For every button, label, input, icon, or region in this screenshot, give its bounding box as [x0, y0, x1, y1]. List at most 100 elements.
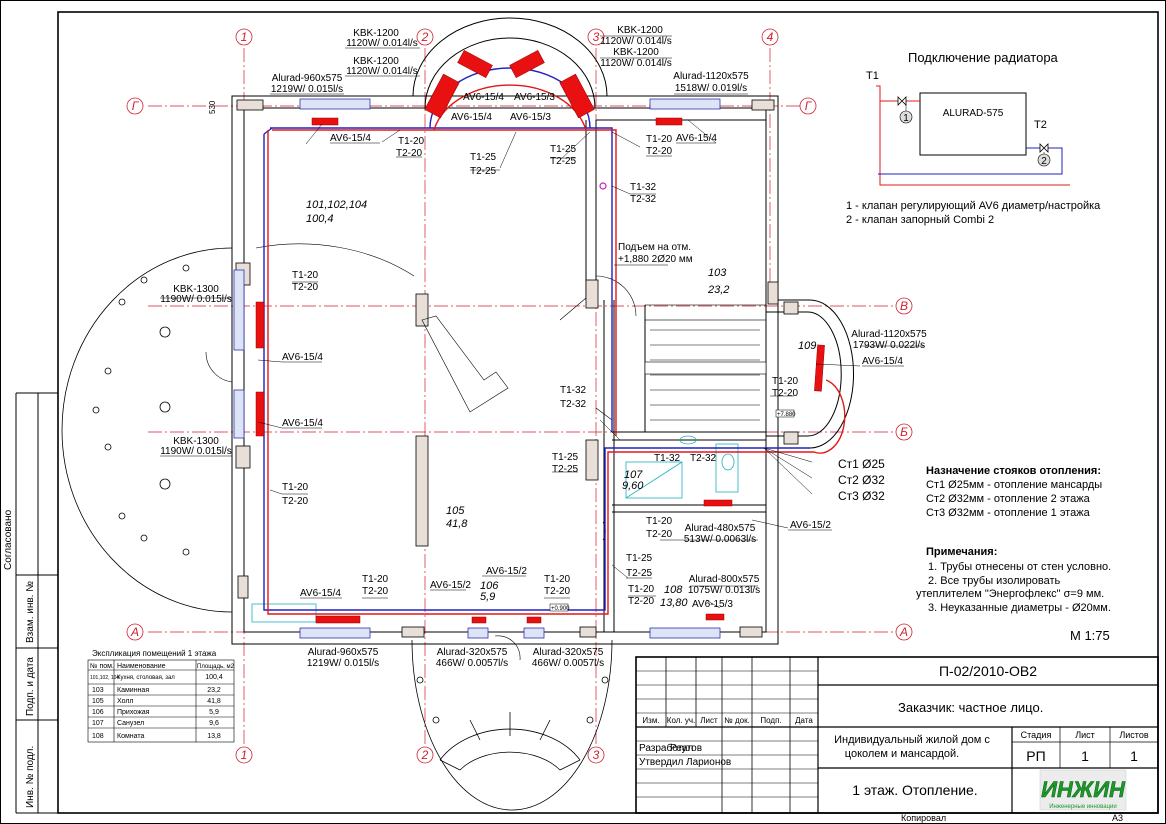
- rad-label-7-power: 1190W/ 0.015l/s: [160, 294, 232, 305]
- valve-label: AV6-15/4: [451, 112, 492, 123]
- table-cell: Прихожая: [117, 709, 150, 716]
- room-106-area: 5,9: [480, 591, 495, 603]
- rad-label-12-power: 1219W/ 0.015l/s: [307, 658, 379, 669]
- side-label-agreed: Согласовано: [3, 509, 14, 570]
- room-labels: 101,102,104 100,4 103 23,2 105 41,8 106 …: [306, 199, 816, 609]
- explication-table: Экспликация помещений 1 этажа № пом. Наи…: [87, 649, 235, 743]
- rad-label-6-type: Alurad-1120x575: [673, 71, 749, 82]
- table-cell: Комната: [117, 733, 145, 740]
- valve-label: AV6-15/2: [486, 566, 527, 577]
- axis-markers: [126, 28, 913, 764]
- marker-2-number: 2: [1041, 156, 1047, 167]
- riser-note-line-2: +1,880 2Ø20 мм: [618, 254, 693, 265]
- bathroom-fixtures: [251, 435, 739, 623]
- rad-label-1-power: 1120W/ 0.014l/s: [346, 38, 418, 49]
- riser-3: Ст3 Ø32: [838, 489, 885, 503]
- pipe-label: T2-20: [362, 586, 389, 597]
- sheet-title: 1 этаж. Отопление.: [852, 782, 977, 798]
- rad-label-8-type: KBK-1300: [173, 436, 219, 447]
- explication-header-name: Наименование: [117, 663, 166, 670]
- rad-label-10-power: 513W/ 0.0063l/s: [684, 534, 756, 545]
- axis-v-right: В: [900, 299, 908, 313]
- rad-label-7-type: KBK-1300: [173, 284, 219, 295]
- pipe-label: T1-20: [362, 574, 389, 585]
- level-mark-2: +7.880: [777, 412, 796, 418]
- valve-labels: AV6-15/4 AV6-15/4 AV6-15/4 AV6-15/3 AV6-…: [282, 92, 903, 610]
- stairs: [644, 304, 767, 421]
- table-cell: Кухня, столовая, зал: [117, 675, 175, 681]
- radiator-connection-detail: Подключение радиатора ALURAD-575 T1 T2 1…: [846, 50, 1101, 226]
- riser-marker: [599, 182, 607, 190]
- rad-label-5-power: 1219W/ 0.015l/s: [271, 84, 343, 95]
- rad-label-4-type: KBK-1200: [613, 47, 659, 58]
- risers-line-1: Ст1 Ø25мм - отопление мансарды: [926, 479, 1102, 491]
- pipe-label: T2-32: [690, 453, 717, 464]
- risers-title: Назначение стояков отопления:: [926, 465, 1101, 477]
- pipe-label: T2-32: [630, 194, 657, 205]
- room-101-number: 101,102,104: [306, 199, 367, 211]
- pipe-label: T2-25: [552, 464, 579, 475]
- dim-530: 530: [208, 100, 217, 114]
- stamp-header: Лист: [700, 716, 718, 725]
- room-108-number: 108: [664, 584, 683, 596]
- notes-line-2: 2. Все трубы изолировать: [928, 575, 1061, 587]
- table-cell: Каминная: [117, 687, 149, 694]
- stage-value: РП: [1026, 748, 1045, 764]
- riser-list: Ст1 Ø25 Ст2 Ø32 Ст3 Ø32: [838, 457, 885, 503]
- connection-title: Подключение радиатора: [908, 50, 1059, 65]
- rad-label-3-power: 1120W/ 0.014l/s: [600, 36, 672, 47]
- pipe-label: T1-25: [626, 553, 653, 564]
- axis-1-top: 1: [241, 30, 248, 44]
- pipe-label: T1-20: [292, 270, 319, 281]
- stamp-header: № док.: [724, 716, 750, 725]
- rad-label-9-power: 1793W/ 0.022l/s: [853, 340, 925, 351]
- rad-label-14-power: 466W/ 0.0057l/s: [532, 658, 604, 669]
- pipe-label: T2-20: [646, 146, 673, 157]
- stamp-header: Дата: [795, 716, 813, 725]
- t2-label: T2: [1034, 119, 1047, 131]
- notes-line-3: утеплителем "Энергофлекс" σ=9 мм.: [916, 588, 1104, 600]
- stamp-header: Кол. уч.: [667, 716, 695, 725]
- table-cell: 105: [92, 698, 104, 705]
- valve-label: AV6-15/3: [514, 92, 555, 103]
- rad-label-6-power: 1518W/ 0.019l/s: [675, 83, 747, 94]
- radiator-bodies: [255, 49, 825, 624]
- sheet-inner-frame: [57, 11, 1159, 814]
- sheets-label: Листов: [1119, 730, 1148, 740]
- sheets-value: 1: [1130, 748, 1138, 764]
- pipe-label: T2-20: [544, 586, 571, 597]
- door-swings: [205, 243, 637, 661]
- interior-walls: [585, 119, 767, 632]
- plan-annotations: 530 Подъем на отм. +1,880 2Ø20 мм +0.900…: [208, 100, 796, 612]
- copied-label: Копировал: [901, 813, 946, 823]
- marker-1-number: 1: [903, 113, 909, 124]
- room-107-area: 9,60: [622, 480, 644, 492]
- side-label-replace: Взам. инв. №: [25, 581, 36, 643]
- rad-label-13-power: 466W/ 0.0057l/s: [436, 658, 508, 669]
- pipe-label: T1-32: [560, 385, 587, 396]
- table-cell: 100,4: [205, 674, 223, 681]
- pipe-label: T2-20: [282, 496, 309, 507]
- axis-labels: 1 2 3 4 1 2 3 Г Г В Б А А: [130, 30, 908, 762]
- format-label: А3: [1112, 813, 1123, 823]
- table-cell: 41,8: [207, 698, 221, 705]
- axis-1-bottom: 1: [241, 748, 248, 762]
- rad-label-13-type: Alurad-320x575: [437, 647, 508, 658]
- radiator-symbol: [919, 92, 1027, 156]
- pipe-label: T1-20: [772, 376, 799, 387]
- marker-2: [1037, 153, 1051, 167]
- axis-g-left: Г: [132, 99, 140, 113]
- pipe-label: T1-32: [630, 182, 657, 193]
- table-cell: 5,9: [209, 709, 219, 716]
- radiator-symbol-label: ALURAD-575: [943, 108, 1004, 119]
- rad-label-9-type: Alurad-1120x575: [851, 329, 927, 340]
- explication-header-area: Площадь, м2: [197, 664, 235, 670]
- room-108-area: 13,80: [660, 597, 688, 609]
- valve-label: AV6-15/2: [790, 520, 831, 531]
- regulating-valve: [897, 96, 907, 106]
- project-line-1: Индивидуальный жилой дом с: [834, 734, 990, 746]
- valve-label: AV6-15/2: [430, 580, 471, 591]
- axis-g-right: Г: [805, 99, 813, 113]
- room-103-area: 23,2: [707, 284, 729, 296]
- pipe-label: T2-20: [396, 148, 423, 159]
